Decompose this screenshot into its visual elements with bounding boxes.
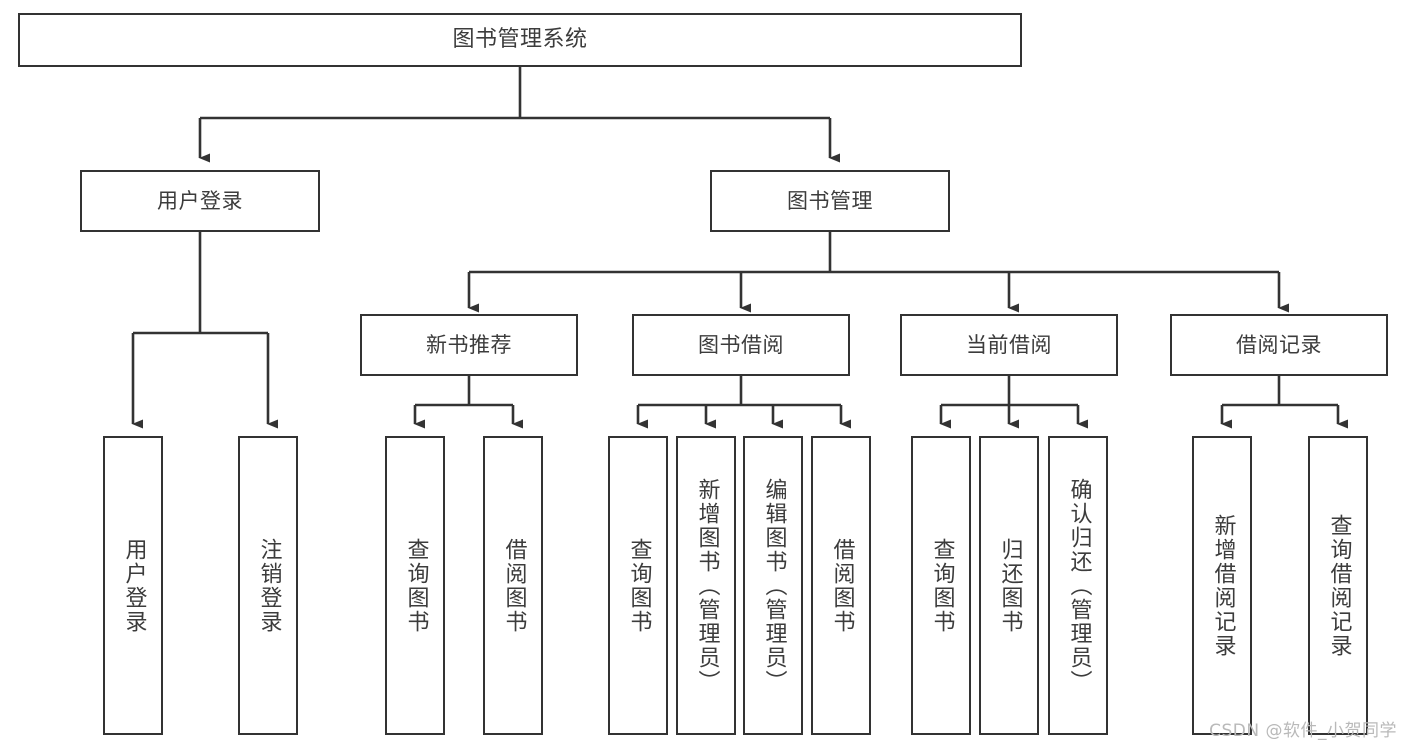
node-label: 注销登录: [256, 537, 282, 634]
leaf-book-borrow-borrow-book[interactable]: 借阅图书: [811, 436, 871, 735]
node-book-borrow[interactable]: 图书借阅: [632, 314, 850, 376]
leaf-borrow-record-add-record[interactable]: 新增借阅记录: [1192, 436, 1252, 735]
node-label: 确认归还（管理员）: [1066, 477, 1092, 694]
node-root-book-management-system[interactable]: 图书管理系统: [18, 13, 1022, 67]
node-label: 当前借阅: [966, 332, 1052, 357]
node-label: 新增图书（管理员）: [694, 477, 720, 694]
csdn-watermark: CSDN @软件_小贺同学: [1209, 721, 1397, 741]
leaf-book-borrow-add-book-admin[interactable]: 新增图书（管理员）: [676, 436, 736, 735]
leaf-new-book-borrow-book[interactable]: 借阅图书: [483, 436, 543, 735]
node-label: 新增借阅记录: [1210, 513, 1236, 658]
node-label: 用户登录: [157, 188, 243, 213]
node-label: 借阅图书: [501, 537, 527, 634]
node-label: 查询借阅记录: [1326, 513, 1352, 658]
node-borrow-record[interactable]: 借阅记录: [1170, 314, 1388, 376]
node-label: 归还图书: [997, 537, 1023, 634]
node-label: 图书管理系统: [452, 27, 588, 53]
node-label: 新书推荐: [426, 332, 512, 357]
node-label: 编辑图书（管理员）: [761, 477, 787, 694]
node-label: 用户登录: [121, 537, 147, 634]
leaf-book-borrow-edit-book-admin[interactable]: 编辑图书（管理员）: [743, 436, 803, 735]
leaf-borrow-record-query-record[interactable]: 查询借阅记录: [1308, 436, 1368, 735]
node-label: 查询图书: [626, 537, 652, 634]
leaf-user-login-login[interactable]: 用户登录: [103, 436, 163, 735]
node-new-book-recommend[interactable]: 新书推荐: [360, 314, 578, 376]
leaf-new-book-query-book[interactable]: 查询图书: [385, 436, 445, 735]
node-label: 查询图书: [403, 537, 429, 634]
leaf-book-borrow-query-book[interactable]: 查询图书: [608, 436, 668, 735]
node-current-borrow[interactable]: 当前借阅: [900, 314, 1118, 376]
node-label: 借阅图书: [829, 537, 855, 634]
leaf-current-borrow-query-book[interactable]: 查询图书: [911, 436, 971, 735]
node-label: 查询图书: [929, 537, 955, 634]
node-book-management[interactable]: 图书管理: [710, 170, 950, 232]
node-user-login[interactable]: 用户登录: [80, 170, 320, 232]
leaf-user-login-logout[interactable]: 注销登录: [238, 436, 298, 735]
node-label: 图书管理: [787, 188, 873, 213]
node-label: 借阅记录: [1236, 332, 1322, 357]
leaf-current-borrow-confirm-return-admin[interactable]: 确认归还（管理员）: [1048, 436, 1108, 735]
node-label: 图书借阅: [698, 332, 784, 357]
leaf-current-borrow-return-book[interactable]: 归还图书: [979, 436, 1039, 735]
